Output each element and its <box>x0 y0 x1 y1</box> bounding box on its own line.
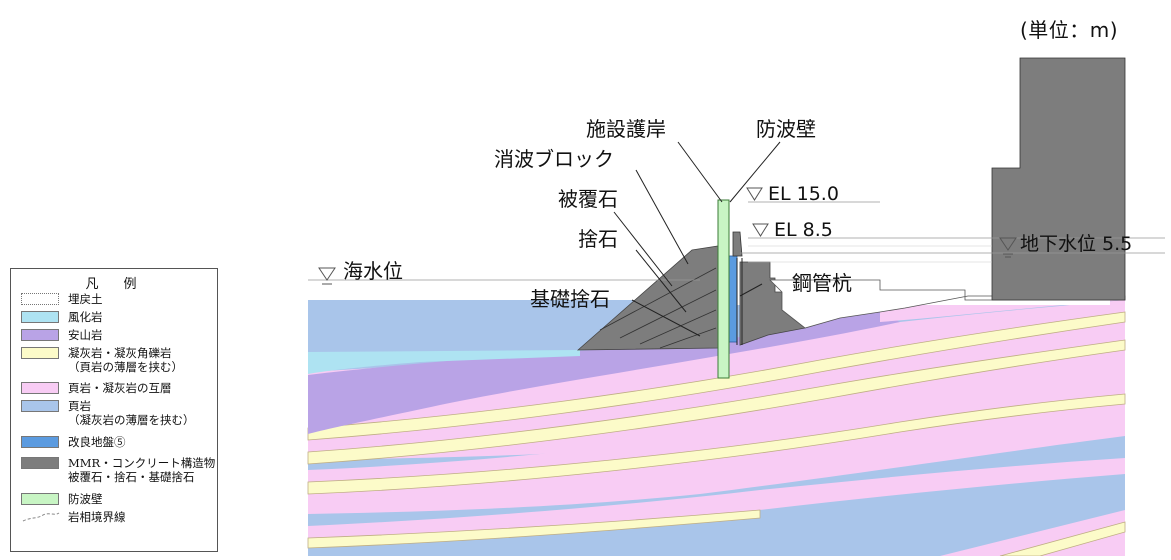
label-sea-level: 海水位 <box>343 259 403 283</box>
legend-label: 凝灰岩・凝灰角礫岩 <box>68 346 172 360</box>
level-markers <box>318 187 1017 281</box>
legend-label: 頁岩 <box>68 399 91 413</box>
label-groundwater: 地下水位 5.5 <box>1020 233 1132 255</box>
legend-swatch <box>21 400 59 412</box>
legend-swatch <box>21 457 59 469</box>
mound-hatch <box>599 267 717 349</box>
wall-cap <box>732 231 743 257</box>
shale-tuff-layer-bottom <box>308 458 1125 540</box>
legend-swatch <box>21 493 59 505</box>
breakwater-wall <box>717 199 730 379</box>
label-wave-block: 消波ブロック <box>494 147 614 171</box>
label-breakwater: 防波壁 <box>756 117 816 141</box>
legend-title: 凡 例 <box>85 277 143 292</box>
label-armor-stone: 被覆石 <box>558 187 618 211</box>
legend-label: 頁岩・凝灰岩の互層 <box>68 381 172 395</box>
label-rubble: 捨石 <box>578 227 618 251</box>
label-facility-revetment: 施設護岸 <box>586 117 666 141</box>
legend-label: 安山岩 <box>68 328 103 342</box>
legend-swatch <box>21 293 59 305</box>
weathered-rock-layer <box>308 350 580 374</box>
legend: 凡 例 埋戻土 風化岩 安山岩 凝灰岩・凝灰角礫岩 （頁岩の薄層を挟む） 頁岩・… <box>10 268 218 552</box>
building <box>991 57 1126 301</box>
legend-label: 防波壁 <box>68 492 103 506</box>
level-lines <box>308 201 1165 281</box>
legend-label: 改良地盤⑤ <box>68 435 126 449</box>
legend-swatch <box>21 382 59 394</box>
legend-swatch <box>21 436 59 448</box>
legend-label-sub: 被覆石・捨石・基礎捨石 <box>68 470 195 484</box>
tuff-band-2 <box>307 339 1126 465</box>
legend-label: 埋戻土 <box>68 292 103 306</box>
legend-label: 風化岩 <box>68 310 103 324</box>
legend-label-sub: （頁岩の薄層を挟む） <box>68 360 183 374</box>
boundary-line-icon <box>22 512 60 522</box>
label-el-15: EL 15.0 <box>768 183 839 205</box>
legend-label: 岩相境界線 <box>68 510 126 524</box>
tuff-band-4 <box>307 509 761 549</box>
unit-label: (単位：m) <box>1020 18 1119 42</box>
leader-lines <box>613 141 781 337</box>
groundwater-hatch <box>748 245 992 263</box>
legend-label-sub: （凝灰岩の薄層を挟む） <box>68 413 195 427</box>
legend-label: MMR・コンクリート構造物 <box>68 456 216 470</box>
legend-swatch <box>21 329 59 341</box>
tuff-band-3 <box>307 393 1126 495</box>
label-el-8-5: EL 8.5 <box>774 219 833 241</box>
legend-swatch <box>21 347 59 359</box>
tuff-band-1 <box>307 311 1126 441</box>
steel-pile <box>736 258 743 345</box>
backfill-surface <box>769 279 1126 329</box>
andesite-layer <box>308 312 900 434</box>
level-tick-marks <box>322 253 1013 285</box>
legend-swatch <box>21 311 59 323</box>
label-steel-pile: 鋼管杭 <box>792 271 852 295</box>
label-foundation-rubble: 基礎捨石 <box>530 287 610 311</box>
